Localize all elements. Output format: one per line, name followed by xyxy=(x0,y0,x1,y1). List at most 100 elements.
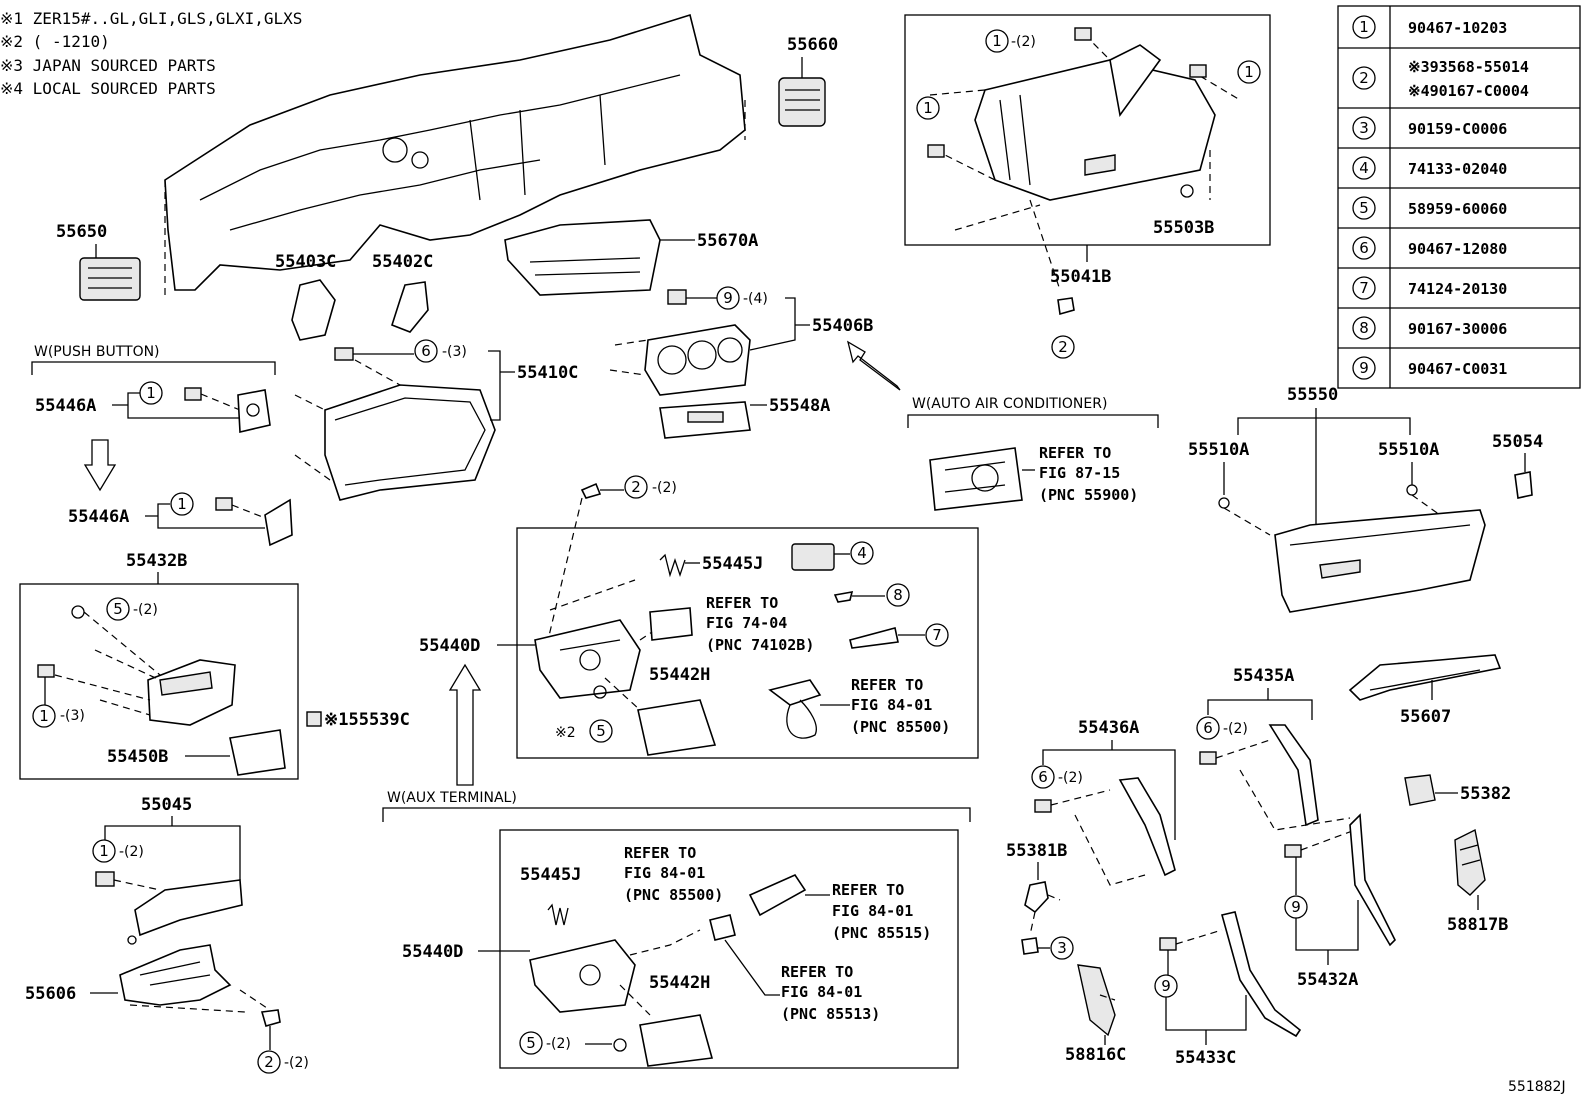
label-58817b: 58817B xyxy=(1447,915,1508,935)
label-55607: 55607 xyxy=(1400,707,1451,727)
part-55402c: 55402C xyxy=(372,252,433,333)
ref-fig-87-15-l1: REFER TO xyxy=(1039,444,1111,462)
legend-num-8: 8 xyxy=(1359,319,1369,337)
part-55606-group: 55606 2 -(2) xyxy=(25,944,309,1074)
callout-5-55432b: 5 xyxy=(113,600,123,618)
ref-fig-87-15-l2: FIG 87-15 xyxy=(1039,464,1120,482)
note-2: ※2 ( -1210) xyxy=(0,32,110,51)
ref-fig-84-01-d-l1: REFER TO xyxy=(781,963,853,981)
aux-terminal-group: W(AUX TERMINAL) 55445J REFER TO FIG 84-0… xyxy=(382,790,971,1069)
qty-2-2-b: -(2) xyxy=(284,1055,309,1071)
star-2: ※2 xyxy=(555,725,576,741)
legend-table: 1 90467-10203 2 ※393568-55014 ※490167-C0… xyxy=(1337,5,1581,389)
callout-1-push-b: 1 xyxy=(177,495,187,513)
part-55660: 55660 xyxy=(778,35,838,127)
qty-6-2-a: -(2) xyxy=(1058,770,1083,786)
callout-1-left: 1 xyxy=(923,99,933,117)
ref-fig-87-15-l3: (PNC 55900) xyxy=(1039,486,1138,504)
callout-1-55432b: 1 xyxy=(39,707,49,725)
label-55445j-upper: 55445J xyxy=(702,554,763,574)
part-55433c-group: 9 55433C xyxy=(1154,911,1302,1068)
callout-5-aux: 5 xyxy=(526,1034,536,1052)
label-55660: 55660 xyxy=(787,35,838,55)
label-55446a-top: 55446A xyxy=(35,396,96,416)
qty-6-3: -(3) xyxy=(442,344,467,360)
legend-border xyxy=(1337,5,1581,389)
callout-1-right: 1 xyxy=(1244,63,1254,81)
box-55432b xyxy=(19,583,299,780)
legend-part-6: 90467-12080 xyxy=(1408,240,1507,258)
ref-fig-84-01-b-l1: REFER TO xyxy=(624,844,696,862)
part-55041b-group: 1 -(2) 1 1 55503B 55041B 2 xyxy=(904,14,1271,359)
ref-fig-84-01-d-l2: FIG 84-01 xyxy=(781,983,862,1001)
caption-aux-terminal: W(AUX TERMINAL) xyxy=(387,790,517,806)
callout-9-55433c: 9 xyxy=(1161,977,1171,995)
label-55510a-right: 55510A xyxy=(1378,440,1439,460)
part-55436a-group: 55436A 6 -(2) xyxy=(1031,718,1176,886)
part-55403c: 55403C xyxy=(275,252,336,341)
ref-fig-84-01-b-l3: (PNC 85500) xyxy=(624,886,723,904)
label-55440d-lower: 55440D xyxy=(402,942,463,962)
legend-part-8: 90167-30006 xyxy=(1408,320,1507,338)
qty-1-2: -(2) xyxy=(1011,34,1036,50)
legend-part-2b: ※490167-C0004 xyxy=(1408,82,1529,100)
qty-1-3: -(3) xyxy=(60,708,85,724)
label-55432a: 55432A xyxy=(1297,970,1358,990)
legend-part-7: 74124-20130 xyxy=(1408,280,1507,298)
caption-push-button: W(PUSH BUTTON) xyxy=(34,344,160,360)
legend-part-3: 90159-C0006 xyxy=(1408,120,1507,138)
label-58816c: 58816C xyxy=(1065,1045,1126,1065)
qty-5-2-b: -(2) xyxy=(546,1036,571,1052)
callout-9: 9 xyxy=(723,289,733,307)
callout-1-top: 1 xyxy=(992,32,1002,50)
qty-2-2-a: -(2) xyxy=(652,480,677,496)
callout-3: 3 xyxy=(1057,939,1067,957)
part-58816c: 58816C xyxy=(1065,964,1126,1065)
part-55650: 55650 xyxy=(56,222,141,301)
caption-auto-ac: W(AUTO AIR CONDITIONER) xyxy=(912,396,1107,412)
legend-part-2a: ※393568-55014 xyxy=(1408,58,1529,76)
legend-part-5: 58959-60060 xyxy=(1408,200,1507,218)
label-55606: 55606 xyxy=(25,984,76,1004)
label-55436a: 55436A xyxy=(1078,718,1139,738)
legend-num-3: 3 xyxy=(1359,119,1369,137)
callout-5-55440d: 5 xyxy=(596,722,606,740)
legend-num-1: 1 xyxy=(1359,18,1369,36)
label-55539c: ※155539C xyxy=(324,710,410,730)
label-55435a: 55435A xyxy=(1233,666,1294,686)
legend-part-4: 74133-02040 xyxy=(1408,160,1507,178)
label-55432b: 55432B xyxy=(126,551,187,571)
label-55548a: 55548A xyxy=(769,396,830,416)
callout-9-55432a: 9 xyxy=(1291,898,1301,916)
label-55450b: 55450B xyxy=(107,747,168,767)
label-55445j-lower: 55445J xyxy=(520,865,581,885)
callout-6-55436a: 6 xyxy=(1038,768,1048,786)
auto-ac-group: W(AUTO AIR CONDITIONER) REFER TO FIG 87-… xyxy=(907,396,1159,511)
label-55650: 55650 xyxy=(56,222,107,242)
callout-2-55041b: 2 xyxy=(1058,338,1068,356)
callout-2-55440d: 2 xyxy=(631,478,641,496)
qty-9-4: -(4) xyxy=(743,291,768,307)
box-55440d-lower xyxy=(499,829,959,1069)
notes-block: ※1 ZER15#..GL,GLI,GLS,GLXI,GLXS ※2 ( -12… xyxy=(0,9,302,98)
callout-7: 7 xyxy=(932,626,942,644)
box-55440d-upper xyxy=(516,527,979,759)
label-55410c: 55410C xyxy=(517,363,578,383)
legend-num-6: 6 xyxy=(1359,239,1369,257)
part-55432b-group: 55432B 5 -(2) 1 -(3) 55450B ※155539C xyxy=(19,551,410,780)
part-55382: 55382 xyxy=(1404,774,1511,806)
spring-55445j xyxy=(659,553,686,578)
ref-fig-84-01-c-l2: FIG 84-01 xyxy=(832,902,913,920)
legend-part-9: 90467-C0031 xyxy=(1408,360,1507,378)
callout-2-55606: 2 xyxy=(264,1053,274,1071)
label-55510a-left: 55510A xyxy=(1188,440,1249,460)
note-3: ※3 JAPAN SOURCED PARTS xyxy=(0,56,216,75)
ref-fig-84-01-c-l3: (PNC 85515) xyxy=(832,924,931,942)
ref-fig-84-01-b-l2: FIG 84-01 xyxy=(624,864,705,882)
label-55403c: 55403C xyxy=(275,252,336,272)
legend-num-7: 7 xyxy=(1359,279,1369,297)
note-4: ※4 LOCAL SOURCED PARTS xyxy=(0,79,216,98)
arrow-up xyxy=(448,663,482,786)
callout-8: 8 xyxy=(893,586,903,604)
